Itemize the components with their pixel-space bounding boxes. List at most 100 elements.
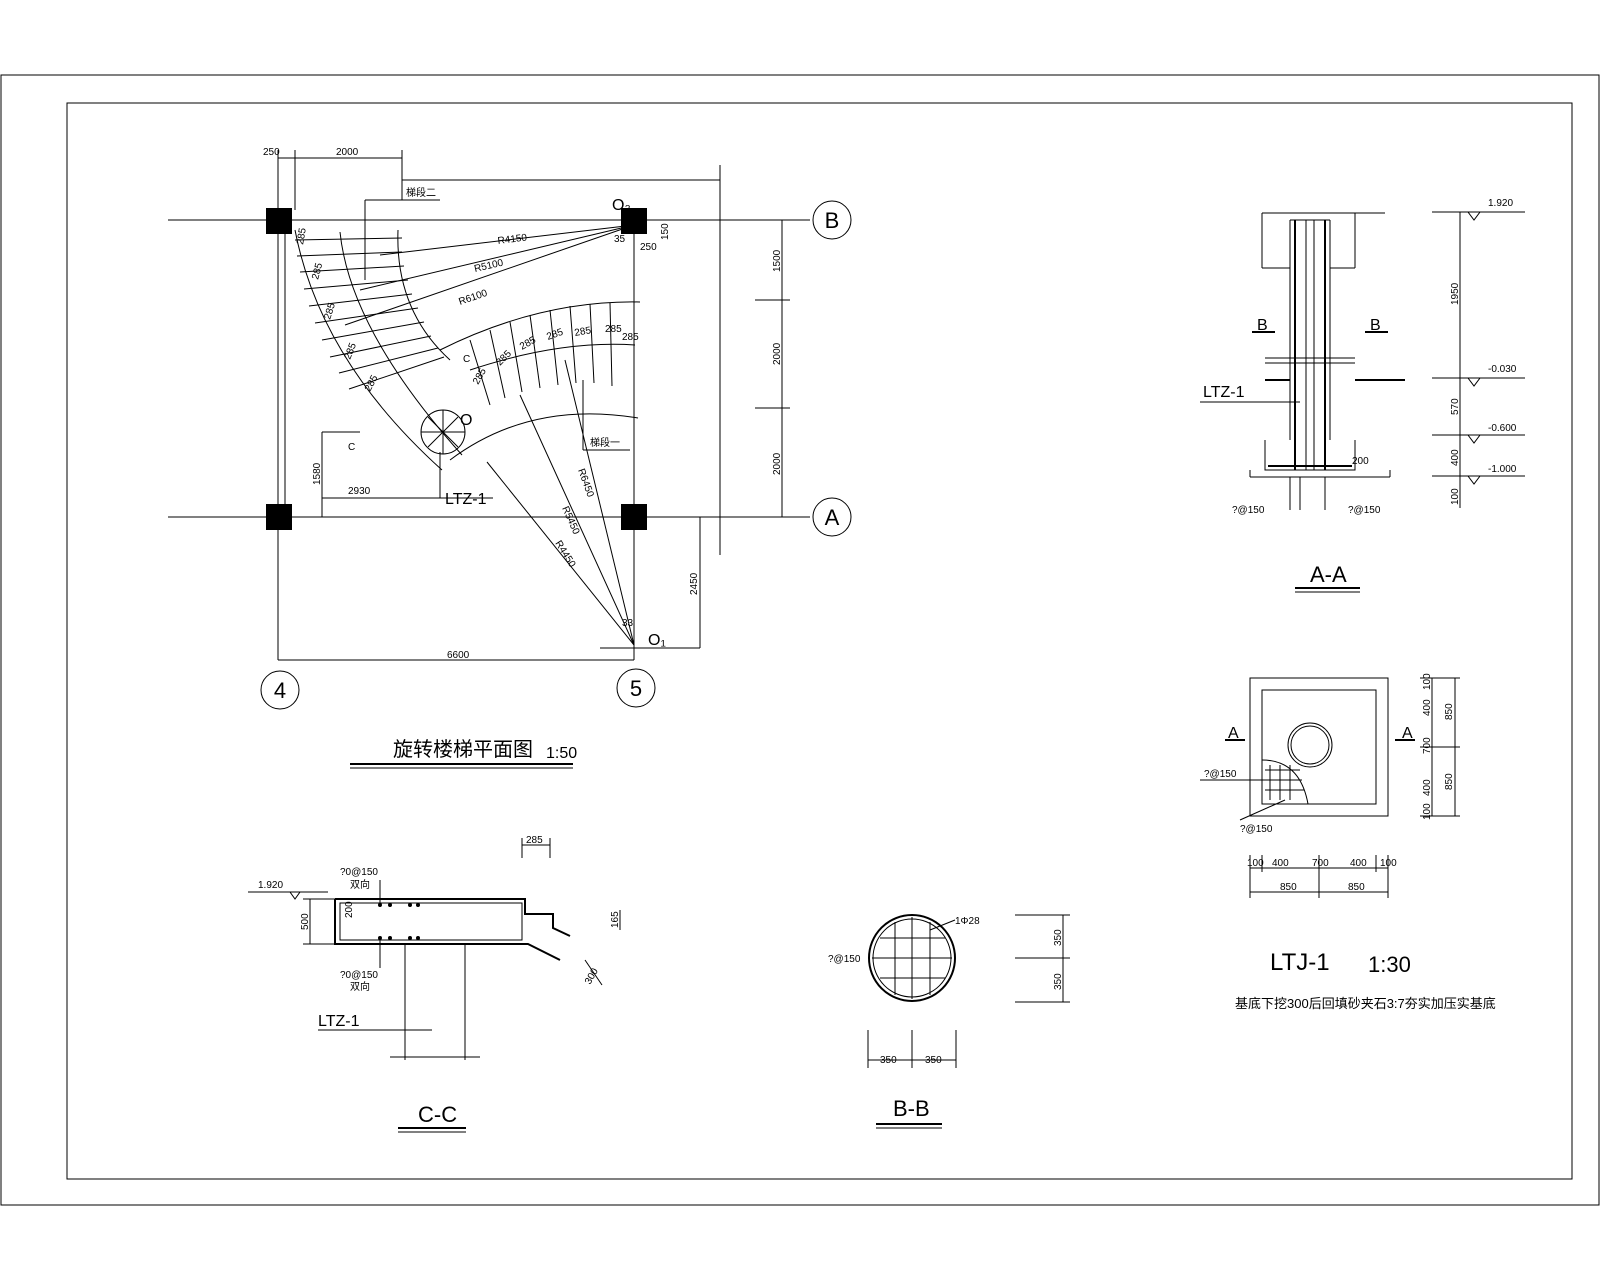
rebar-bottom: ?0@150 [340, 970, 378, 981]
dim-side: 400 [1422, 699, 1433, 716]
dim-side-total: 850 [1444, 773, 1455, 790]
dim-total: 850 [1280, 882, 1297, 893]
dim-35: 35 [614, 234, 626, 245]
dim-500: 500 [300, 913, 311, 930]
dim-bottom: 100 [1380, 858, 1397, 869]
tread [549, 309, 559, 386]
column-b5 [621, 208, 647, 234]
step-label: 285 [295, 227, 309, 246]
rebar-leader [1239, 799, 1286, 821]
step-label: 285 [605, 324, 622, 335]
tread [338, 347, 439, 374]
rebar-dot [388, 903, 392, 907]
column-a4 [266, 504, 292, 530]
radius-label: R4450 [552, 539, 577, 570]
step-label: 285 [322, 301, 338, 321]
dim-2930: 2930 [348, 486, 371, 497]
footing-ltj1: A A ?@150 ?@150 100 400 700 400 100 850 … [1200, 673, 1496, 1011]
tread [299, 265, 405, 273]
rebar-left: ?@150 [1232, 505, 1265, 516]
dim-side: 700 [1422, 737, 1433, 754]
footing-title: LTJ-1 [1270, 949, 1330, 976]
step-label: 285 [310, 261, 325, 280]
rebar-right: ?@150 [1348, 505, 1381, 516]
radius-line-r6100 [344, 224, 635, 326]
rebar-ring-label: 1Φ28 [955, 916, 980, 927]
axis-label-b: B [825, 208, 840, 233]
dim-side: 100 [1422, 673, 1433, 690]
dim-2450: 2450 [689, 572, 700, 595]
stair-plan: B A 4 5 [168, 147, 852, 769]
plan-scale: 1:50 [546, 745, 577, 762]
tread [321, 321, 425, 341]
rebar-top: ?0@150 [340, 867, 378, 878]
flight-label: 梯段一 [590, 436, 620, 449]
step-label: 285 [574, 325, 593, 339]
tread [469, 339, 491, 406]
axis-label-a: A [825, 505, 840, 530]
dim-bottom: 400 [1272, 858, 1289, 869]
radius-label: R6450 [575, 467, 596, 499]
rebar-grid-label: ?@150 [828, 954, 861, 965]
dim-285: 285 [526, 835, 543, 846]
section-bb: 1Φ28 ?@150 350 350 350 350 B-B [828, 914, 1070, 1129]
radius-line-r4450 [486, 461, 635, 646]
radius-label: R4150 [497, 232, 528, 247]
height-dim: 100 [1450, 488, 1461, 505]
rebar-leader [929, 919, 956, 931]
upper-flight-outer-edge [294, 229, 443, 471]
slab-outline [334, 899, 561, 961]
dim-2000-a: 2000 [772, 342, 783, 365]
rebar-grid [1265, 765, 1304, 800]
column-b4 [266, 208, 292, 234]
lower-flight-outer-edge [439, 301, 641, 351]
rebar-dot [388, 936, 392, 940]
slab-outline [335, 898, 571, 937]
sheet-inner-frame [66, 102, 1573, 1180]
axis-bubble-a [812, 497, 852, 537]
footing-outer [1249, 677, 1389, 817]
dim-bottom: 100 [1247, 858, 1264, 869]
upper-flight-treads [294, 237, 445, 390]
column-a5 [621, 504, 647, 530]
rebar-label: ?@150 [1240, 824, 1273, 835]
lower-flight-inner-edge [449, 413, 639, 461]
cut-mark-b: B [1370, 317, 1381, 334]
step-label: 285 [545, 327, 565, 343]
tread [589, 303, 595, 384]
rebar-dot [408, 936, 412, 940]
cut-mark-a: A [1402, 725, 1413, 742]
axis-label-4: 4 [274, 678, 286, 703]
height-dim: 570 [1450, 398, 1461, 415]
dim-h2: 350 [1053, 973, 1064, 990]
step-label: 285 [622, 332, 639, 343]
axis-bubble-b [812, 200, 852, 240]
dim-line-300 [584, 959, 603, 986]
column-label: LTZ-1 [318, 1013, 360, 1030]
dim-200: 200 [1352, 456, 1369, 467]
elevation-marker [1467, 475, 1481, 485]
dim-250-col: 250 [640, 242, 657, 253]
center-label-o: O [460, 412, 472, 429]
column-circle [1287, 722, 1333, 768]
footing-scale: 1:30 [1368, 952, 1411, 977]
dim-1500: 1500 [772, 249, 783, 272]
footing-inner [1261, 689, 1377, 805]
upper-flight-mid-edge [339, 231, 463, 456]
cutaway-arc [1261, 759, 1309, 805]
section-bb-title: B-B [893, 1096, 930, 1121]
rebar-label: ?@150 [1204, 769, 1237, 780]
footing-outline [1264, 440, 1356, 471]
lower-flight-mid-edge [469, 343, 636, 371]
tread [303, 279, 409, 290]
step-label: 285 [363, 373, 381, 393]
dim-1580: 1580 [312, 462, 323, 485]
footing-note: 基底下挖300后回填砂夹石3:7夯实加压实基底 [1235, 996, 1496, 1011]
tread [308, 293, 413, 307]
dim-250-left: 250 [263, 147, 280, 158]
dim-bottom: 700 [1312, 858, 1329, 869]
column-label-ltz1: LTZ-1 [445, 491, 487, 508]
rebar-bottom-note: 双向 [350, 980, 370, 993]
elevation-value: -0.030 [1488, 364, 1517, 375]
